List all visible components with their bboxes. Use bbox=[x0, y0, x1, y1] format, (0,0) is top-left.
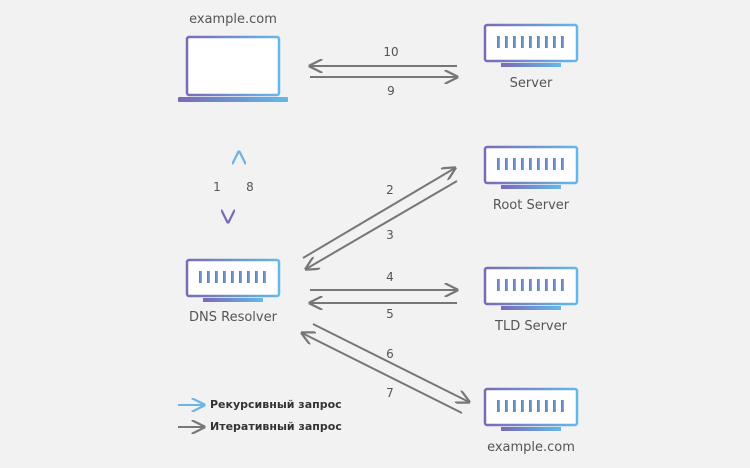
dns-resolver-label: DNS Resolver bbox=[189, 310, 277, 325]
client-label: example.com bbox=[189, 12, 277, 27]
dns-resolver-icon bbox=[185, 258, 281, 304]
step-3-label: 3 bbox=[386, 228, 394, 242]
laptop-icon bbox=[178, 35, 288, 102]
arrow-7 bbox=[302, 333, 463, 414]
auth-server-icon bbox=[483, 387, 579, 433]
root-server-label: Root Server bbox=[492, 198, 570, 213]
tld-server-label: TLD Server bbox=[495, 319, 567, 334]
step-2-label: 2 bbox=[386, 183, 394, 197]
legend-iterative-label: Итеративный запрос bbox=[210, 420, 342, 433]
server-icon bbox=[483, 23, 579, 69]
step-8-label: 8 bbox=[246, 180, 254, 194]
step-1-label: 1 bbox=[213, 180, 221, 194]
step-7-label: 7 bbox=[386, 386, 394, 400]
step-6-label: 6 bbox=[386, 347, 394, 361]
step-9-label: 9 bbox=[387, 84, 395, 98]
server-label: Server bbox=[509, 76, 553, 91]
legend-recursive-label: Рекурсивный запрос bbox=[210, 398, 342, 411]
auth-server-label: example.com bbox=[487, 440, 575, 455]
tld-server-icon bbox=[483, 266, 579, 312]
step-10-label: 10 bbox=[383, 45, 399, 59]
step-5-label: 5 bbox=[386, 307, 394, 321]
arrow-2 bbox=[302, 168, 455, 259]
arrow-3 bbox=[306, 180, 458, 269]
step-4-label: 4 bbox=[386, 270, 394, 284]
root-server-icon bbox=[483, 145, 579, 191]
arrow-6 bbox=[312, 323, 469, 402]
